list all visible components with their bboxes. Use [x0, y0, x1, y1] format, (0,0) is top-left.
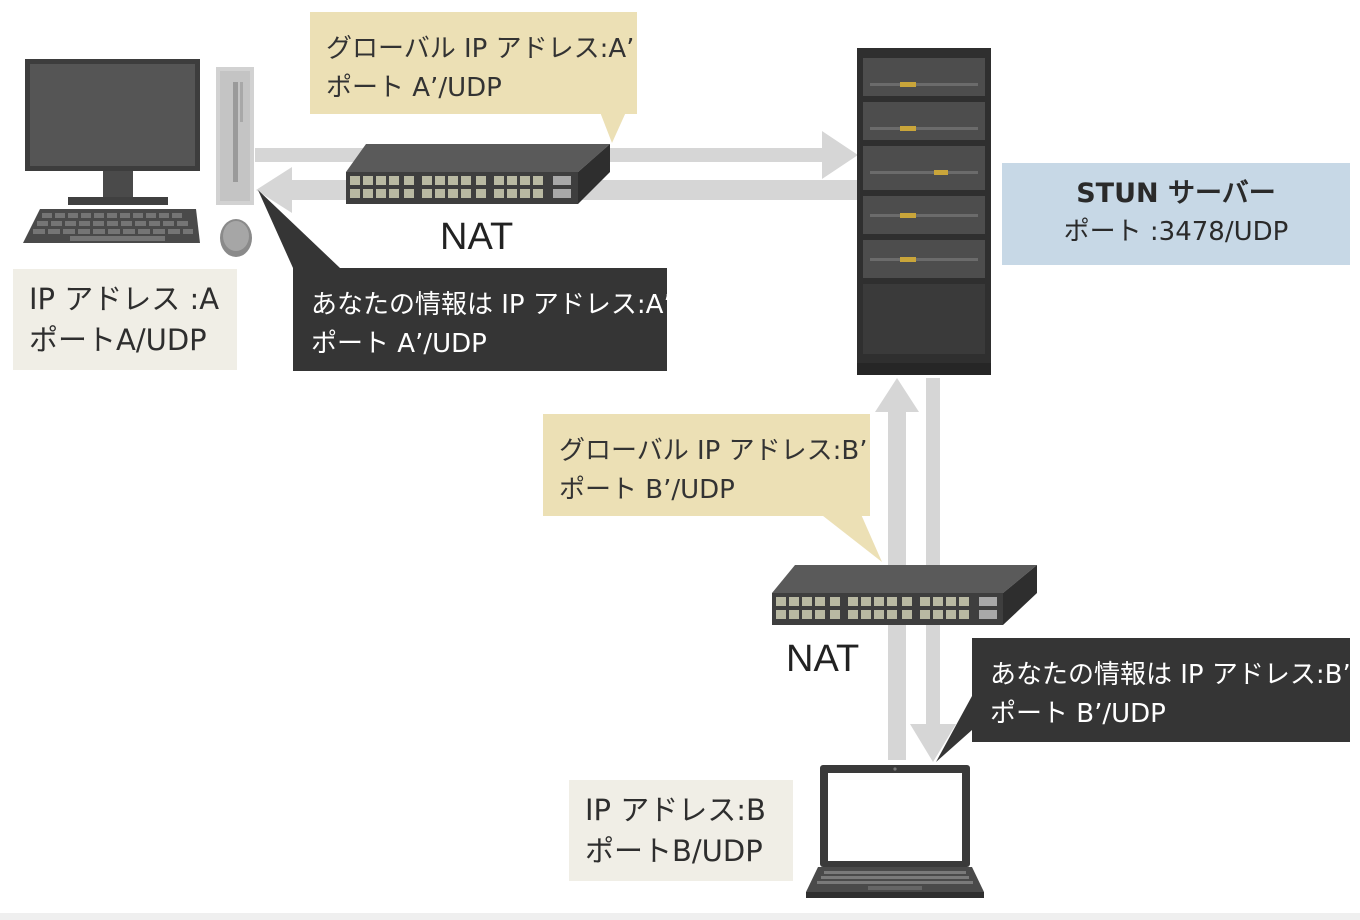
stun-server-info-box: STUN サーバー ポート :3478/UDP — [1002, 163, 1350, 265]
callout-global-address-a: グローバル IP アドレス:A’ ポート A’/UDP — [310, 12, 637, 114]
callout-tail-reply-a — [258, 190, 340, 268]
network-switch-icon — [346, 144, 610, 204]
nat-a-label: NAT — [440, 216, 514, 258]
pc-a-port-line: ポートA/UDP — [29, 323, 207, 357]
network-switch-icon-b — [772, 565, 1037, 625]
pc-a-info-box: IP アドレス :A ポートA/UDP — [13, 269, 237, 370]
pc-a-ip-line: IP アドレス :A — [29, 282, 220, 316]
reply-a-line1: あなたの情報は IP アドレス:A’ — [311, 290, 672, 320]
laptop-icon — [806, 765, 984, 898]
callout-reply-b: あなたの情報は IP アドレス:B’ ポート B’/UDP — [972, 638, 1351, 742]
global-address-b-line2: ポート B’/UDP — [559, 475, 735, 505]
callout-tail-global-b — [818, 512, 882, 562]
nat-b-label: NAT — [786, 638, 860, 680]
pc-b-ip-line: IP アドレス:B — [585, 793, 766, 827]
global-address-b-line1: グローバル IP アドレス:B’ — [559, 436, 868, 466]
reply-b-line1: あなたの情報は IP アドレス:B’ — [990, 660, 1351, 690]
reply-b-line2: ポート B’/UDP — [990, 699, 1166, 729]
callout-tail-global-a — [600, 112, 626, 143]
pc-b-port-line: ポートB/UDP — [585, 834, 763, 868]
reply-a-line2: ポート A’/UDP — [311, 329, 487, 359]
desktop-computer-icon — [23, 59, 254, 257]
server-rack-icon — [857, 48, 991, 375]
stun-server-name: STUN サーバー — [1076, 178, 1276, 209]
pc-b-info-box: IP アドレス:B ポートB/UDP — [569, 780, 793, 881]
global-address-a-line2: ポート A’/UDP — [326, 73, 502, 103]
global-address-a-line1: グローバル IP アドレス:A’ — [326, 34, 635, 64]
callout-tail-reply-b — [936, 696, 972, 762]
stun-server-port: ポート :3478/UDP — [1063, 217, 1289, 247]
bottom-divider — [0, 913, 1360, 920]
callout-reply-a: あなたの情報は IP アドレス:A’ ポート A’/UDP — [293, 268, 672, 371]
callout-global-address-b: グローバル IP アドレス:B’ ポート B’/UDP — [543, 414, 870, 516]
